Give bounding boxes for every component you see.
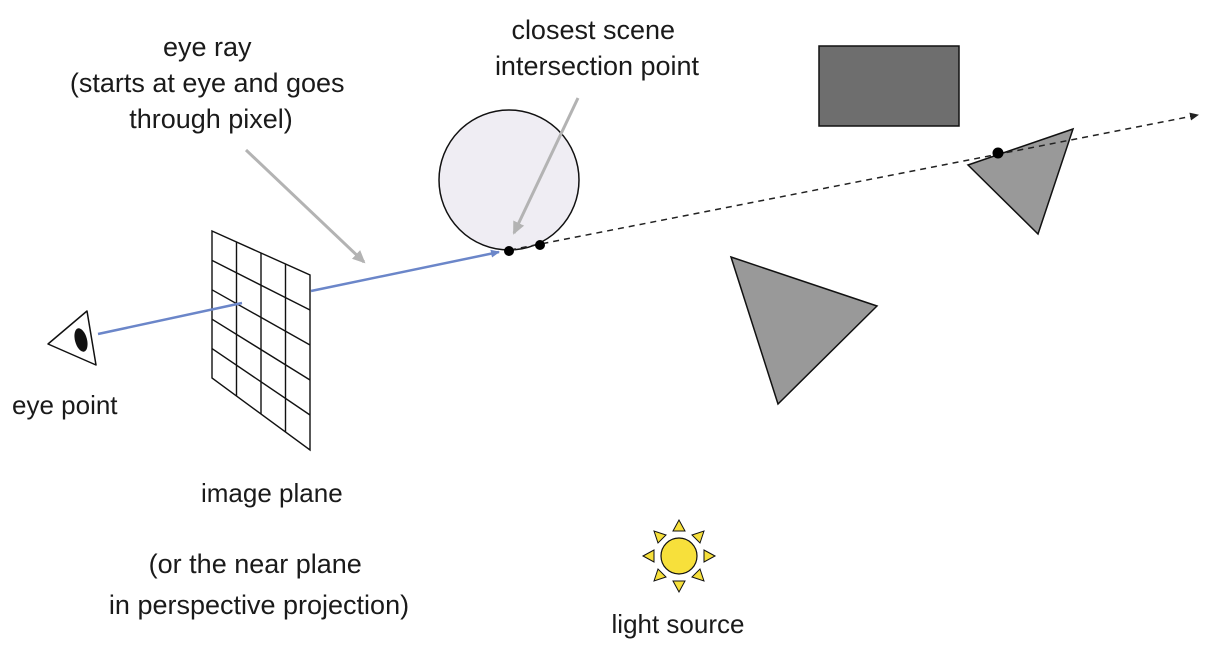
near-plane-note-line-2: in perspective projection) xyxy=(109,590,409,620)
second-intersection-point xyxy=(535,240,545,250)
closest-intersection-label: closest scene intersection point xyxy=(495,15,700,81)
sphere xyxy=(438,109,580,251)
closest-intersection-point xyxy=(504,246,514,256)
dashed-ray xyxy=(509,112,1199,251)
light-source-label: light source xyxy=(612,609,745,639)
small-triangle xyxy=(966,127,1075,236)
eye-ray-label-line-2: (starts at eye and goes xyxy=(70,68,345,98)
eye-ray-label-line-1: eye ray xyxy=(163,32,252,62)
eye-ray-label: eye ray (starts at eye and goes through … xyxy=(70,32,352,134)
closest-intersection-label-line-1: closest scene xyxy=(511,15,675,45)
intersection-pointer-arrow xyxy=(512,97,580,235)
eye-ray-segment-1 xyxy=(97,301,243,336)
near-plane-note: (or the near plane in perspective projec… xyxy=(109,549,409,620)
eye-ray-segment-2 xyxy=(310,249,500,293)
triangle-intersection-point xyxy=(992,147,1004,159)
dark-rectangle xyxy=(818,45,960,127)
image-plane-label: image plane xyxy=(201,478,343,508)
eye-icon xyxy=(47,310,97,366)
large-triangle xyxy=(729,255,879,406)
eye-point-label: eye point xyxy=(12,390,118,420)
eye-ray-pointer-arrow xyxy=(244,148,366,264)
closest-intersection-label-line-2: intersection point xyxy=(495,51,700,81)
near-plane-note-line-1: (or the near plane xyxy=(149,549,362,579)
eye-ray-label-line-3: through pixel) xyxy=(129,104,293,134)
image-plane-grid xyxy=(211,229,311,452)
sun-icon xyxy=(641,518,717,594)
